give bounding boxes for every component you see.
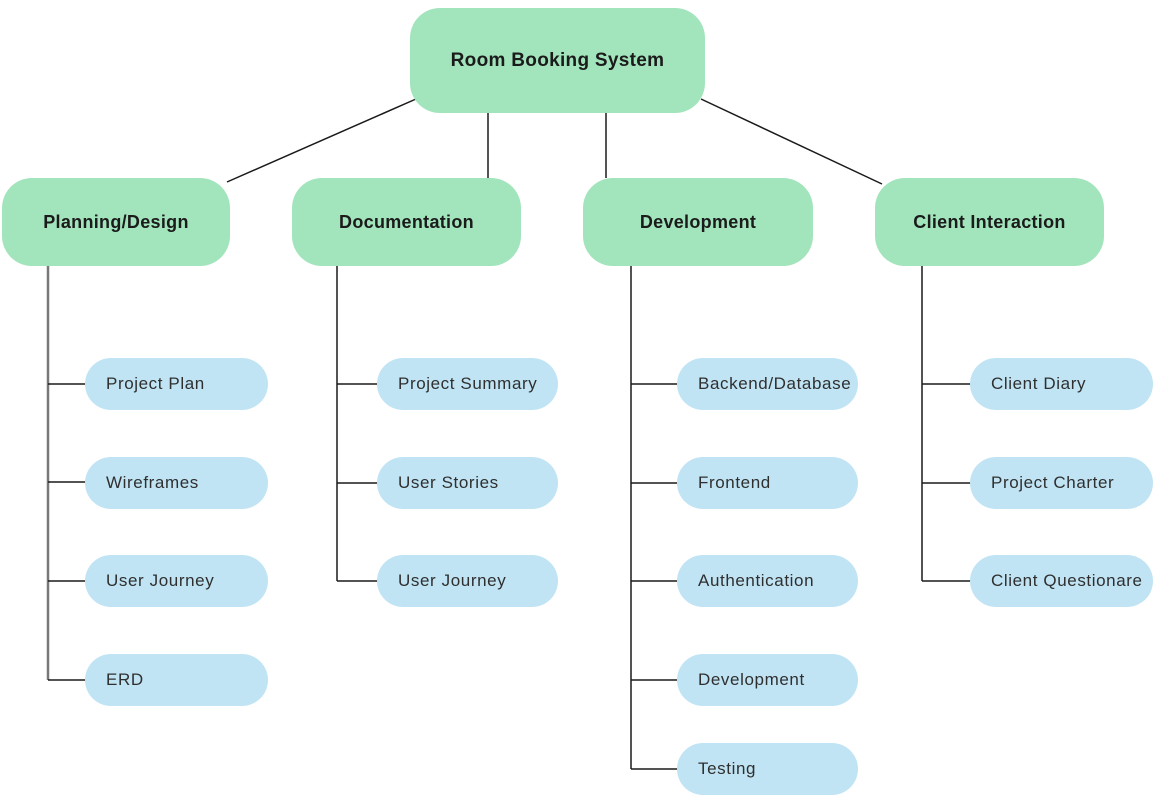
node-child-user-journey-documentation: User Journey [377,555,558,607]
elbow-client-children [922,383,971,582]
node-root-room-booking-system: Room Booking System [410,8,705,113]
node-branch-documentation: Documentation [292,178,521,266]
node-branch-planning-design: Planning/Design [2,178,230,266]
connector-root-client [700,98,883,185]
node-child-user-stories: User Stories [377,457,558,509]
elbow-planning-children [48,383,86,681]
node-child-erd: ERD [85,654,268,706]
node-child-client-questionare: Client Questionare [970,555,1153,607]
node-child-wireframes: Wireframes [85,457,268,509]
node-child-authentication: Authentication [677,555,858,607]
node-branch-development: Development [583,178,813,266]
node-child-project-plan: Project Plan [85,358,268,410]
node-child-project-charter: Project Charter [970,457,1153,509]
node-child-testing: Testing [677,743,858,795]
node-child-user-journey-planning: User Journey [85,555,268,607]
elbow-documentation-children [337,383,378,582]
node-child-project-summary: Project Summary [377,358,558,410]
elbow-development-children [631,383,678,770]
node-branch-client-interaction: Client Interaction [875,178,1104,266]
node-child-client-diary: Client Diary [970,358,1153,410]
node-child-development: Development [677,654,858,706]
node-child-backend-database: Backend/Database [677,358,858,410]
node-child-frontend: Frontend [677,457,858,509]
connector-root-planning [226,98,417,183]
